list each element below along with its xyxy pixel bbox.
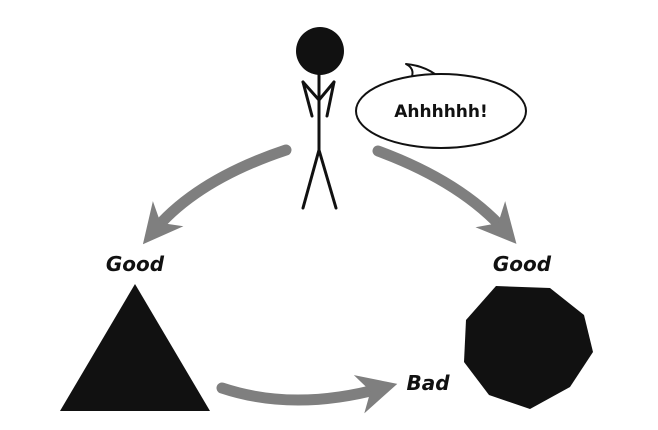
stick-figure-head [296, 27, 344, 75]
stick-figure-body [301, 73, 338, 210]
triangle-shape [60, 284, 210, 411]
bottom-transition-arrow [216, 375, 398, 414]
speech-bubble-body [355, 73, 527, 149]
stick-figure [296, 27, 344, 210]
speech-bubble: Ahhhhhh! [355, 63, 527, 149]
left-option-label: Good [106, 252, 165, 276]
bottom-transition-label: Bad [406, 371, 450, 395]
octagon-shape [464, 286, 593, 409]
speech-bubble-text: Ahhhhhh! [394, 102, 488, 122]
right-option-label: Good [493, 252, 552, 276]
right-choice-arrow [372, 145, 517, 244]
arrows [142, 144, 517, 414]
left-choice-arrow [142, 144, 292, 245]
